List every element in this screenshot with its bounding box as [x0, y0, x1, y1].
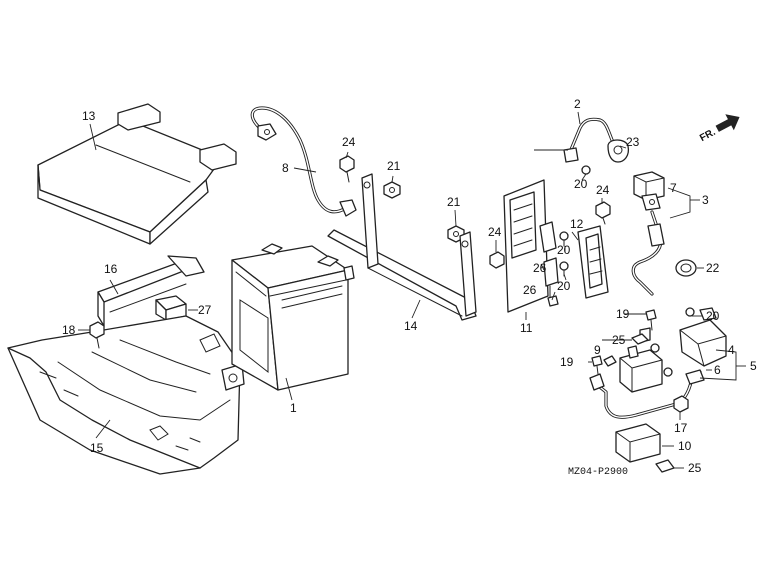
callout-25-b: 25: [688, 461, 702, 475]
part-20-screws: [559, 165, 695, 317]
callout-3: 3: [702, 193, 709, 207]
callout-6: 6: [714, 363, 721, 377]
callout-5: 5: [750, 359, 757, 373]
part-1-battery: [231, 243, 355, 391]
callout-4: 4: [728, 343, 735, 357]
callout-26-a: 26: [533, 261, 547, 275]
callout-12: 12: [570, 217, 584, 231]
callout-24-b: 24: [488, 225, 502, 239]
callout-24-a: 24: [342, 135, 356, 149]
callout-9: 9: [594, 343, 601, 357]
front-arrow-icon: [715, 114, 740, 132]
callout-25-a: 25: [612, 333, 626, 347]
callout-19-b: 19: [560, 355, 574, 369]
part-2-starter-cable: [563, 117, 618, 163]
part-6-relay-wire: [589, 369, 705, 419]
callout-17: 17: [674, 421, 688, 435]
callout-labels: 13 16 27 18 15 1 8 24 21 21 24 14 2 23 2…: [62, 97, 757, 475]
callout-16: 16: [104, 262, 118, 276]
diagram-code: MZ04-P2900: [568, 467, 628, 478]
callout-7: 7: [670, 181, 677, 195]
callout-20-a: 20: [574, 177, 588, 191]
callout-20-d: 20: [706, 309, 720, 323]
callout-26-b: 26: [523, 283, 537, 297]
callout-15: 15: [90, 441, 104, 455]
part-4-relay-cover: [679, 307, 727, 367]
part-7-cable-cover: [633, 171, 665, 211]
part-25-grommets: [631, 333, 675, 473]
callout-21-b: 21: [447, 195, 461, 209]
callout-1: 1: [290, 401, 297, 415]
leader-lines: [78, 111, 746, 469]
part-3-relay-cable: [631, 210, 665, 296]
front-label: FR.: [698, 127, 718, 144]
callout-19-a: 19: [616, 307, 630, 321]
part-12-fuse-cover: [577, 225, 609, 299]
part-13-battery-cover: [37, 103, 237, 245]
callout-27: 27: [198, 303, 212, 317]
callout-11: 11: [520, 321, 533, 335]
callout-18: 18: [62, 323, 76, 337]
part-27-pad: [155, 295, 187, 321]
part-18-bolt: [89, 321, 105, 349]
part-23-terminal-cap: [607, 139, 630, 163]
callout-14: 14: [404, 319, 418, 333]
part-24-bolts: [339, 155, 611, 269]
callout-24-c: 24: [596, 183, 610, 197]
part-22-grommet: [675, 259, 697, 277]
part-17-bolt: [673, 395, 689, 413]
callout-8: 8: [282, 161, 289, 175]
part-15-battery-tray: [7, 315, 245, 475]
callout-13: 13: [82, 109, 96, 123]
part-11-fuse-box: [503, 179, 559, 313]
callout-20-c: 20: [557, 279, 571, 293]
callout-22: 22: [706, 261, 720, 275]
part-21-nuts: [383, 181, 465, 243]
part-14-hold-down-bracket: [327, 173, 477, 321]
callout-10: 10: [678, 439, 692, 453]
callout-2: 2: [574, 97, 581, 111]
front-direction-indicator: FR.: [698, 114, 740, 144]
callout-21-a: 21: [387, 159, 401, 173]
callout-20-b: 20: [557, 243, 571, 257]
part-19-screws: [591, 309, 657, 375]
part-10-relay-rubber: [615, 423, 661, 463]
callout-23: 23: [626, 135, 640, 149]
part-8-battery-cable: [250, 106, 357, 217]
